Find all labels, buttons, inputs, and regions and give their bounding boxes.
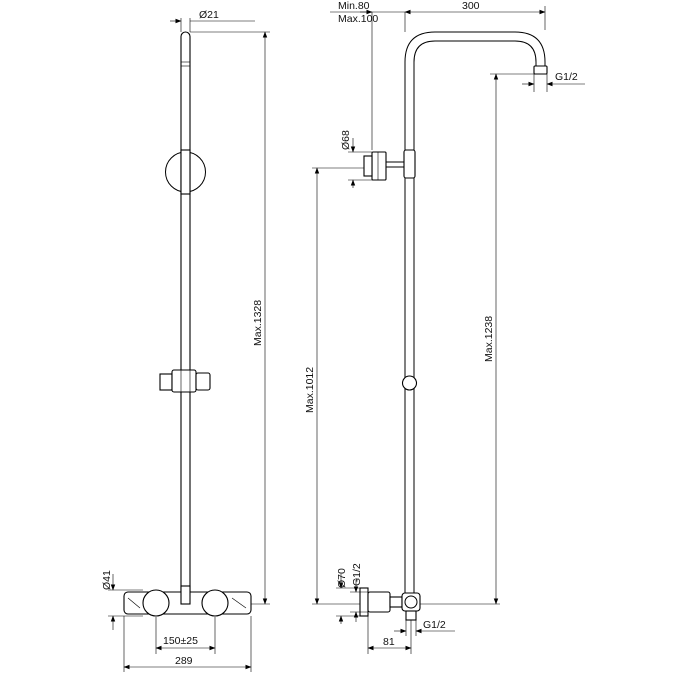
dim-center-distance: 150±25 <box>155 617 216 654</box>
min-offset-label: Min.80 <box>338 0 370 12</box>
holder-diameter-label: Ø68 <box>340 130 352 150</box>
dim-max-height-front: Max.1328 <box>190 31 270 605</box>
side-shower-holder <box>363 149 416 181</box>
holder-height-label: Max.1012 <box>304 367 316 413</box>
front-mixer-body <box>123 585 252 617</box>
dim-knob-diameter: Ø41 <box>101 570 143 630</box>
front-wall-bracket <box>165 149 206 195</box>
dim-pipe-diameter: Ø21 <box>170 9 255 32</box>
dim-holder-height: Max.1012 <box>304 167 364 605</box>
side-mixer <box>359 587 421 621</box>
side-slider-knob <box>401 375 418 391</box>
max-offset-label: Max.100 <box>338 13 378 25</box>
center-distance-label: 150±25 <box>163 635 198 647</box>
inlet-thread-side-label: G1/2 <box>351 563 363 586</box>
pipe-diameter-label: Ø21 <box>199 9 219 21</box>
dim-outlet-thread: G1/2 <box>522 71 585 92</box>
dim-total-width: 289 <box>123 616 252 672</box>
wall-offset-label: 81 <box>383 636 395 648</box>
dim-inlet-thread-bottom: G1/2 <box>394 619 455 636</box>
dim-wall-offset-mixer: 81 <box>367 612 412 654</box>
arm-length-label: 300 <box>462 0 480 12</box>
dim-holder-diameter: Ø68 <box>340 130 372 188</box>
side-riser-and-arm <box>404 31 548 600</box>
head-height-label: Max.1238 <box>483 316 495 362</box>
total-width-label: 289 <box>175 655 193 667</box>
outlet-thread-label: G1/2 <box>555 71 578 83</box>
dim-head-height: Max.1238 <box>420 73 534 605</box>
front-riser-pipe <box>180 31 191 601</box>
escutcheon-diameter-label: Ø70 <box>336 568 348 588</box>
knob-diameter-label: Ø41 <box>101 570 113 590</box>
dim-arm-length: 300 <box>404 0 546 30</box>
front-view: Ø21 Max.1328 Ø41 150±25 2 <box>101 9 270 672</box>
side-view: Min.80 Max.100 300 G1/2 Ø68 <box>304 0 585 654</box>
dim-inlet-thread-side: G1/2 <box>350 563 368 622</box>
inlet-thread-bottom-label: G1/2 <box>423 619 446 631</box>
front-shower-slider <box>159 369 211 393</box>
dim-wall-offset-holder: Min.80 Max.100 <box>330 0 406 150</box>
max-height-front-label: Max.1328 <box>252 300 264 346</box>
